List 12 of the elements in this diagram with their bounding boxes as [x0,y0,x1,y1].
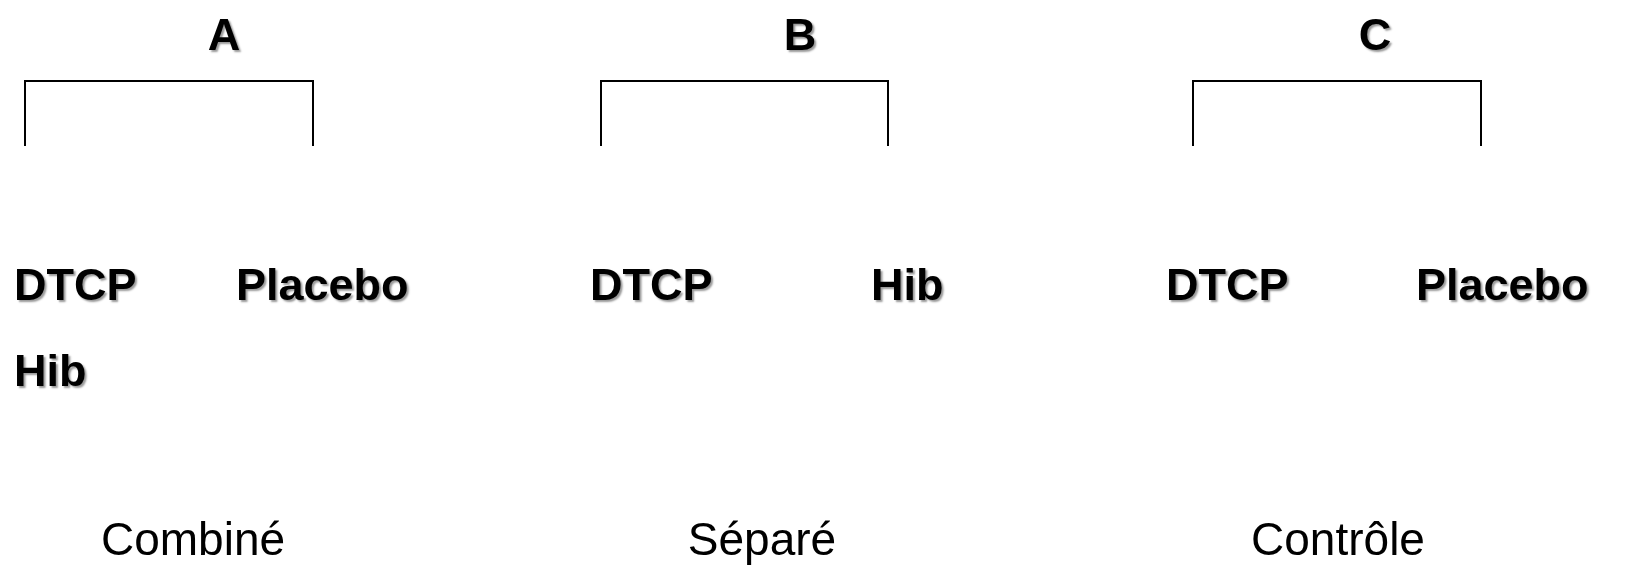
vaccine-label: Placebo [1416,261,1589,307]
vaccine-label: DTCP [1166,261,1289,307]
group-letter: B [783,11,817,57]
group-name: Combiné [100,516,286,562]
vaccine-label: Hib [871,261,944,307]
vaccine-label: DTCP [14,261,137,307]
vaccine-label: Placebo [236,261,409,307]
vaccine-label: Hib [14,347,87,393]
group-letter: A [207,11,241,57]
group-name: Contrôle [1251,516,1425,562]
vaccine-label: DTCP [590,261,713,307]
group-letter: C [1358,11,1392,57]
